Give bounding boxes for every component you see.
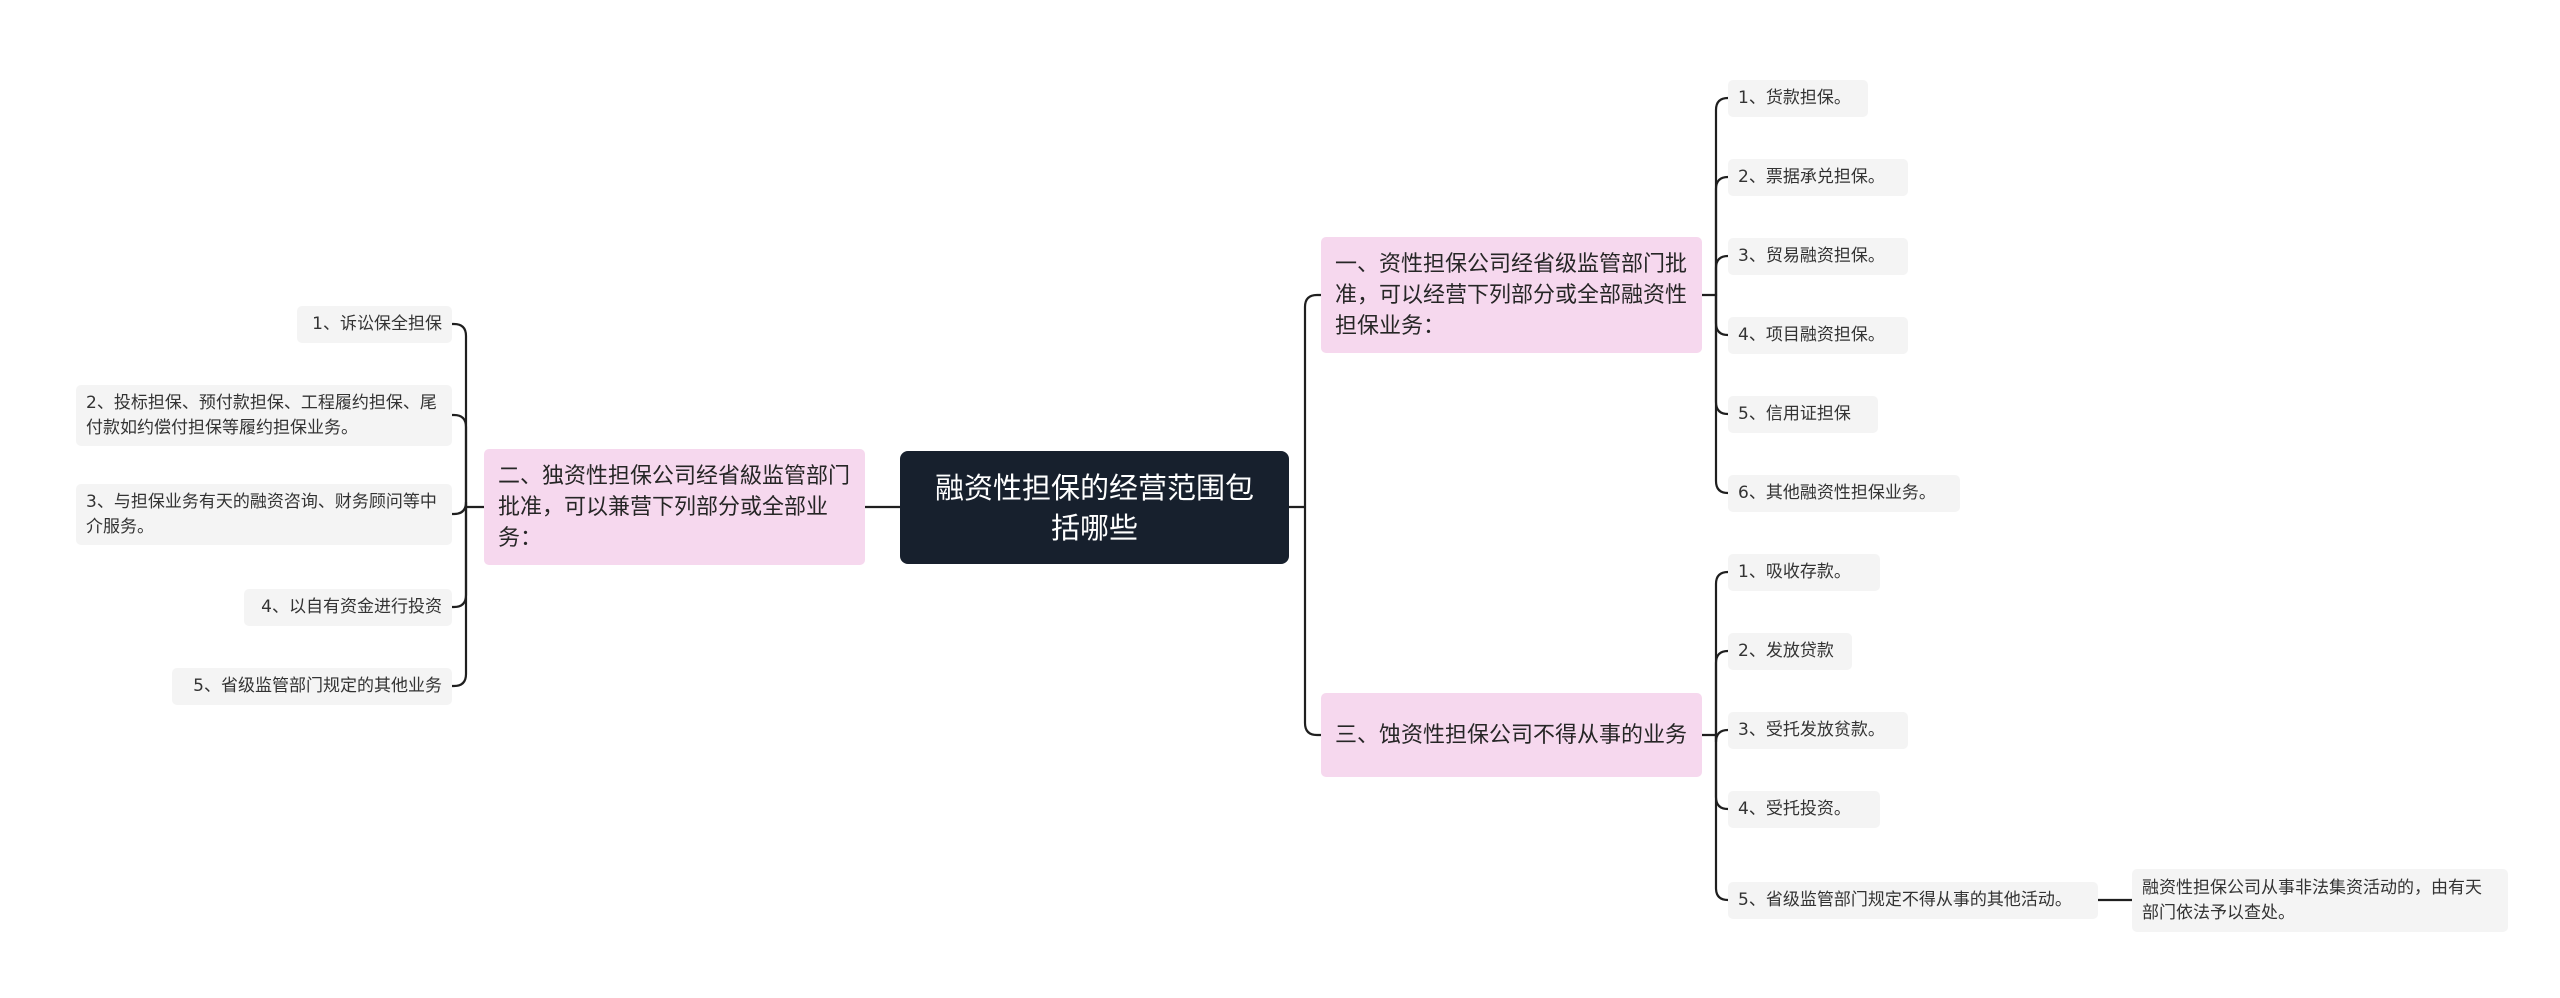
leaf-b1-4[interactable]: 4、项目融资担保。 [1728, 317, 1908, 354]
branch-node-non-financing-business[interactable]: 二、独资性担保公司经省級监管部门批准，可以兼营下列部分或全部业务： [484, 449, 865, 565]
leaf-b3-4[interactable]: 4、受托投资。 [1728, 791, 1880, 828]
connector-line-5 [1714, 96, 1730, 297]
connector-line-19 [450, 322, 468, 509]
branch-node-prohibited-business[interactable]: 三、蚀资性担保公司不得从事的业务 [1321, 693, 1702, 777]
connector-line-7 [1714, 254, 1730, 297]
leaf-b1-2[interactable]: 2、票据承兑担保。 [1728, 159, 1908, 196]
leaf-b2-3[interactable]: 3、与担保业务有天的融资咨询、财务顾问等中介服务。 [76, 484, 452, 545]
connector-line-8 [1714, 293, 1730, 337]
connector-line-16 [1714, 733, 1730, 902]
connector-line-6 [1714, 175, 1730, 297]
leaf-b3-1[interactable]: 1、吸收存款。 [1728, 554, 1880, 591]
connector-line-22 [450, 505, 468, 609]
leaf-b2-1[interactable]: 1、诉讼保全担保 [297, 306, 452, 343]
leaf-b2-4[interactable]: 4、以自有资金进行投资 [244, 589, 452, 626]
leaf-b3-5-note[interactable]: 融资性担保公司从事非法集资活动的，由有天部门依法予以查处。 [2132, 869, 2508, 932]
connector-line-9 [1714, 293, 1730, 416]
root-node[interactable]: 融资性担保的经营范围包括哪些 [900, 451, 1289, 564]
connector-line-21 [450, 501, 468, 516]
branch-node-financing-guarantee[interactable]: 一、资性担保公司经省级监管部门批准，可以经营下列部分或全部融资性担保业务： [1321, 237, 1702, 353]
connector-line-10 [1714, 293, 1730, 495]
leaf-b2-2[interactable]: 2、投标担保、预付款担保、工程履约担保、尾付款如约偿付担保等履约担保业务。 [76, 385, 452, 446]
connector-line-13 [1714, 649, 1730, 737]
leaf-b1-5[interactable]: 5、信用证担保 [1728, 396, 1878, 433]
connector-line-20 [450, 413, 468, 509]
connector-line-14 [1714, 728, 1730, 743]
leaf-b3-2[interactable]: 2、发放贷款 [1728, 633, 1852, 670]
leaf-b1-6[interactable]: 6、其他融资性担保业务。 [1728, 475, 1960, 512]
leaf-b2-5[interactable]: 5、省级监管部门规定的其他业务 [172, 668, 452, 705]
leaf-b3-3[interactable]: 3、受托发放贫款。 [1728, 712, 1908, 749]
leaf-b1-3[interactable]: 3、贸易融资担保。 [1728, 238, 1908, 275]
connector-line-23 [450, 505, 468, 688]
leaf-b3-5[interactable]: 5、省级监管部门规定不得从事的其他活动。 [1728, 882, 2098, 919]
connector-line-1 [1303, 293, 1323, 509]
connector-line-2 [1303, 505, 1323, 737]
leaf-b1-1[interactable]: 1、货款担保。 [1728, 80, 1868, 117]
connector-line-12 [1714, 570, 1730, 737]
connector-line-15 [1714, 733, 1730, 811]
